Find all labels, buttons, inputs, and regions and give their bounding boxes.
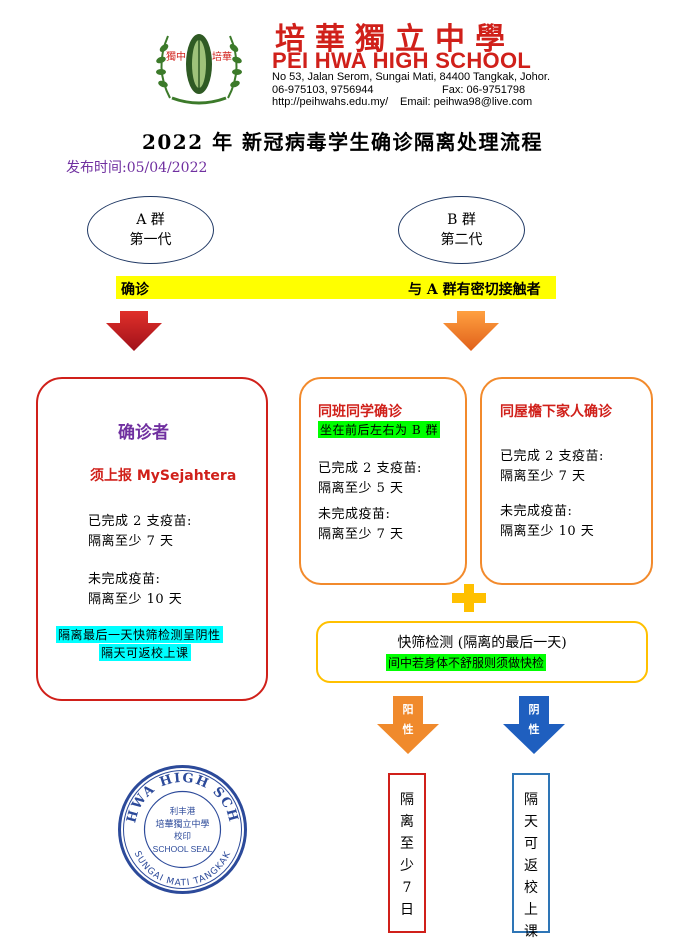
group-b-generation: 第二代 — [440, 232, 483, 248]
negative-result-box: 隔 天 可 返 校 上 课 — [512, 773, 550, 940]
classmate-vaccinated-label: 已完成 2 支疫苗: — [318, 461, 422, 476]
positive-result-char: 7 — [402, 880, 412, 896]
positive-label-char-1: 阳 — [402, 703, 414, 716]
confirmed-return-note: 隔离最后一天快筛检测呈阴性 — [56, 626, 223, 643]
group-a-oval: A 群 第一代 — [87, 196, 214, 264]
household-case-box — [480, 377, 653, 585]
arrow-down-negative-icon — [503, 696, 565, 754]
confirmed-unvaccinated-days: 隔离至少 10 天 — [88, 592, 183, 607]
negative-label-char-2: 性 — [528, 723, 540, 736]
household-title: 同屋檐下家人确诊 — [500, 404, 612, 420]
positive-label: 阳 性 — [397, 700, 419, 740]
page-title: 2022 年 新冠病毒学生确诊隔离处理流程 — [141, 130, 544, 154]
seal-line-4: SCHOOL SEAL — [153, 844, 213, 854]
confirmed-vaccinated-label: 已完成 2 支疫苗: — [88, 514, 192, 529]
logo-text-right: 培華 — [212, 50, 232, 63]
school-name-chinese: 培華獨立中學 — [275, 22, 515, 57]
positive-result-char: 少 — [400, 858, 414, 874]
negative-result-char: 隔 — [524, 792, 538, 808]
school-phone: 06-975103, 9756944 — [272, 84, 374, 96]
group-a-label: A 群 — [136, 212, 165, 228]
seal-line-2: 培華獨立中學 — [155, 818, 209, 830]
rapid-test-subtitle: 间中若身体不舒服则须做快检 — [386, 654, 547, 671]
confirmed-unvaccinated-label: 未完成疫苗: — [88, 572, 161, 587]
rapid-test-title: 快筛检测 (隔离的最后一天) — [397, 635, 567, 651]
household-unvaccinated-label: 未完成疫苗: — [500, 504, 573, 519]
positive-result-box: 隔 离 至 少 7 日 — [388, 773, 426, 933]
classmate-subtitle: 坐在前后左右为 B 群 — [318, 421, 440, 438]
publish-date: 发布时间:05/04/2022 — [66, 160, 208, 176]
negative-result-char: 返 — [524, 858, 538, 874]
group-b-oval: B 群 第二代 — [398, 196, 525, 264]
plus-icon — [452, 584, 486, 612]
classmate-unvaccinated-days: 隔离至少 7 天 — [318, 527, 404, 542]
group-b-label: B 群 — [447, 212, 476, 228]
logo-text-left: 獨中 — [166, 50, 186, 63]
school-name-english: PEI HWA HIGH SCHOOL — [272, 48, 532, 73]
negative-label-char-1: 阴 — [528, 703, 540, 716]
household-vaccinated-label: 已完成 2 支疫苗: — [500, 449, 604, 464]
negative-result-char: 上 — [524, 902, 538, 918]
confirmed-return-next-day: 隔天可返校上课 — [99, 644, 191, 661]
positive-result-char: 日 — [400, 902, 414, 918]
band-label-confirmed: 确诊 — [121, 282, 149, 298]
school-website-link[interactable]: http://peihwahs.edu.my/ — [272, 96, 389, 108]
school-logo: 獨中 培華 — [156, 34, 242, 105]
arrow-down-positive-icon — [377, 696, 439, 754]
classmate-title: 同班同学确诊 — [318, 404, 402, 420]
household-unvaccinated-days: 隔离至少 10 天 — [500, 524, 595, 539]
negative-result-char: 课 — [524, 924, 538, 940]
band-label-close-contact: 与 A 群有密切接触者 — [408, 282, 541, 298]
negative-label: 阴 性 — [523, 700, 545, 740]
arrow-down-red-icon — [106, 311, 162, 351]
confirmed-vaccinated-days: 隔离至少 7 天 — [88, 534, 174, 549]
positive-result-char: 离 — [400, 814, 414, 830]
arrow-down-orange-icon — [443, 311, 499, 351]
classmate-case-box — [299, 377, 467, 585]
negative-result-char: 校 — [524, 880, 538, 896]
household-vaccinated-days: 隔离至少 7 天 — [500, 469, 586, 484]
confirmed-report-instruction: 须上报 MySejahtera — [90, 468, 237, 484]
group-a-generation: 第一代 — [129, 232, 172, 248]
positive-label-char-2: 性 — [402, 723, 414, 736]
school-seal-stamp: PEI HWA HIGH SCHOOL SUNGAI MATI TANGKAK … — [115, 762, 247, 894]
classmate-vaccinated-days: 隔离至少 5 天 — [318, 481, 404, 496]
confirmed-title: 确诊者 — [118, 423, 169, 443]
school-address: No 53, Jalan Serom, Sungai Mati, 84400 T… — [272, 71, 551, 83]
school-email[interactable]: Email: peihwa98@live.com — [400, 96, 533, 108]
negative-result-char: 可 — [524, 836, 538, 852]
negative-result-char: 天 — [524, 814, 538, 830]
classmate-unvaccinated-label: 未完成疫苗: — [318, 507, 391, 522]
seal-line-3: 校印 — [174, 831, 191, 842]
rapid-test-box — [316, 621, 648, 683]
category-band — [116, 276, 556, 299]
positive-result-char: 至 — [400, 836, 414, 852]
seal-line-1: 利丰港 — [170, 806, 196, 817]
positive-result-char: 隔 — [400, 792, 414, 808]
school-fax: Fax: 06-9751798 — [442, 84, 526, 96]
